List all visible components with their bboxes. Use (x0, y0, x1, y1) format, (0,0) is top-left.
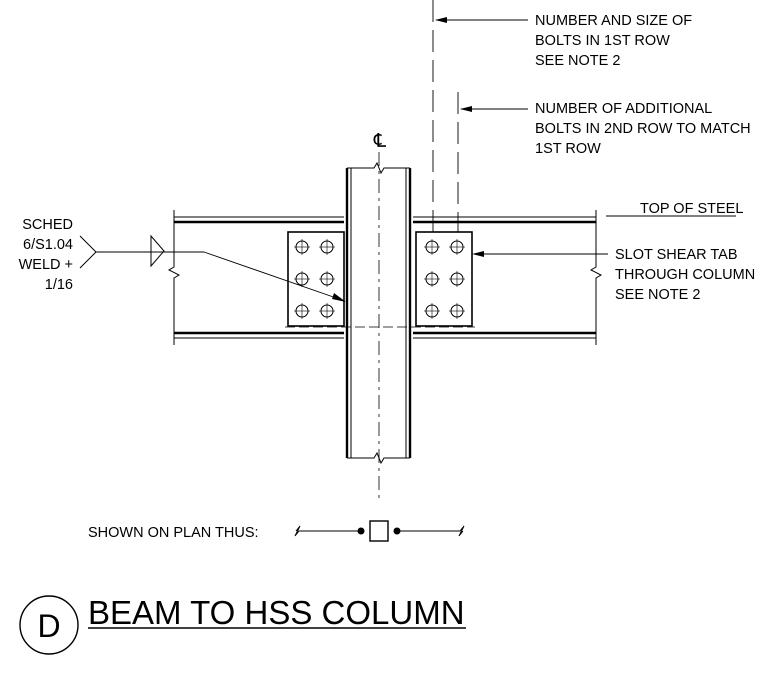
leader-bolts-first-row (435, 17, 528, 23)
shear-tab-right (415, 231, 473, 327)
centerline-symbol: ℄ (373, 131, 387, 152)
note-bolts-first-row-3: SEE NOTE 2 (535, 53, 620, 69)
note-bolts-second-row-2: BOLTS IN 2ND ROW TO MATCH (535, 121, 751, 137)
shear-tab-left (287, 231, 345, 327)
left-beam (167, 210, 344, 345)
note-shear-tab-2: THROUGH COLUMN (615, 267, 755, 283)
right-beam (413, 210, 603, 345)
plan-symbol-graphic (294, 520, 465, 542)
note-weld-4: 1/16 (45, 277, 73, 293)
note-weld-1: SCHED (22, 217, 73, 233)
bolts-right (424, 239, 465, 319)
weld-symbol (79, 234, 346, 302)
note-top-of-steel: TOP OF STEEL (640, 201, 743, 217)
note-bolts-second-row-3: 1ST ROW (535, 141, 601, 157)
detail-tag: D (19, 595, 79, 655)
hss-column (345, 161, 412, 465)
note-shear-tab-1: SLOT SHEAR TAB (615, 247, 738, 263)
note-bolts-first-row-2: BOLTS IN 1ST ROW (535, 33, 670, 49)
detail-title: BEAM TO HSS COLUMN (88, 594, 465, 631)
note-shear-tab-3: SEE NOTE 2 (615, 287, 700, 303)
plan-symbol-label: SHOWN ON PLAN THUS: (88, 525, 259, 541)
note-bolts-first-row-1: NUMBER AND SIZE OF (535, 13, 692, 29)
note-bolts-second-row-1: NUMBER OF ADDITIONAL (535, 101, 712, 117)
detail-letter: D (37, 608, 60, 644)
note-weld-3: WELD + (19, 257, 73, 273)
note-weld-2: 6/S1.04 (23, 237, 73, 253)
bolts-left (294, 239, 335, 319)
leader-shear-tab (472, 251, 608, 257)
leader-bolts-second-row (460, 106, 528, 112)
